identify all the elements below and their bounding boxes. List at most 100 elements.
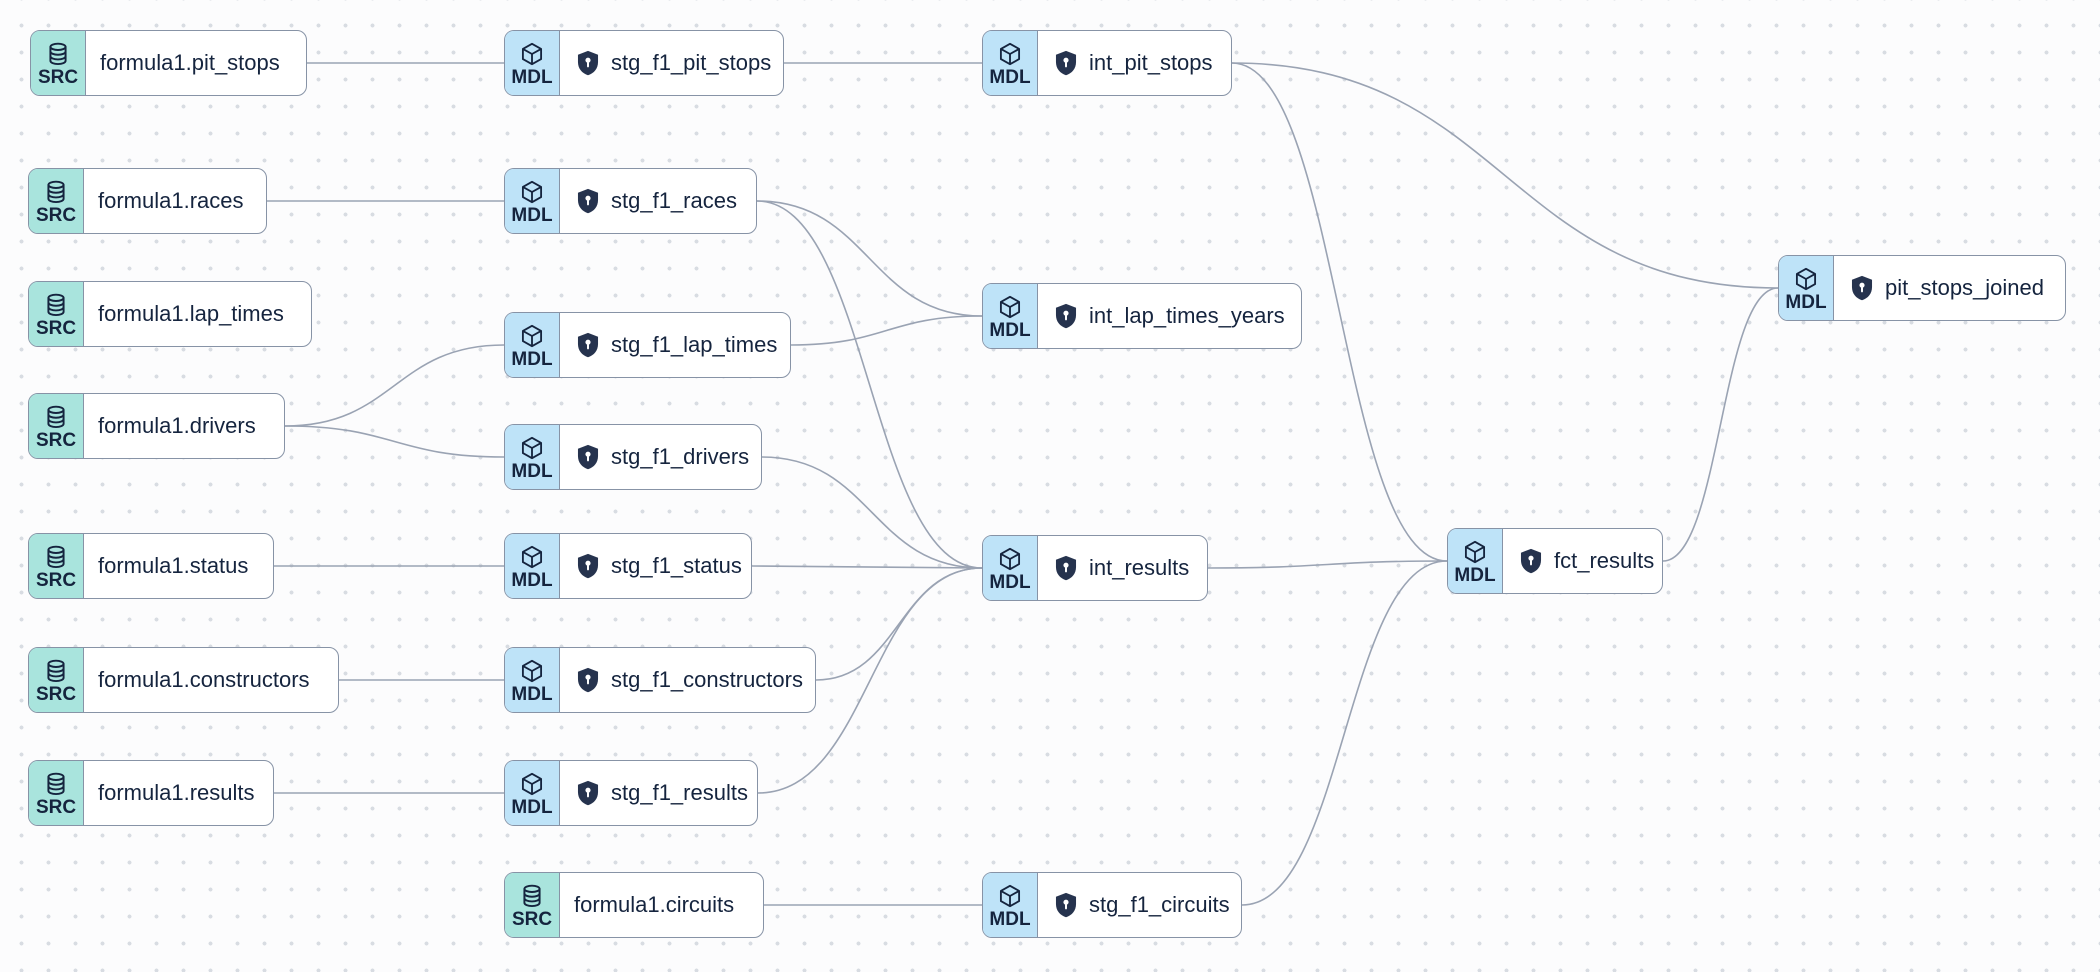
database-icon <box>523 884 541 907</box>
node-body: formula1.status <box>84 534 273 598</box>
node-stg_f1_status[interactable]: MDL stg_f1_status <box>504 533 752 599</box>
edge-fct_results--pit_stops_joined <box>1662 287 1779 562</box>
node-type-label: MDL <box>511 683 553 705</box>
node-type-label: MDL <box>1454 564 1496 586</box>
node-label: formula1.pit_stops <box>100 50 280 75</box>
node-label: stg_f1_status <box>611 553 742 578</box>
cube-icon <box>521 180 543 203</box>
node-body: fct_results <box>1503 529 1662 593</box>
node-pit_stops_joined[interactable]: MDL pit_stops_joined <box>1778 255 2066 321</box>
node-type-label: MDL <box>511 348 553 370</box>
node-body: formula1.races <box>84 169 266 233</box>
node-body: stg_f1_lap_times <box>560 313 790 377</box>
cube-icon <box>999 42 1021 65</box>
node-type-badge: SRC <box>31 31 86 95</box>
database-icon <box>47 545 65 568</box>
node-body: formula1.drivers <box>84 394 284 458</box>
node-stg_f1_pit_stops[interactable]: MDL stg_f1_pit_stops <box>504 30 784 96</box>
node-formula1.status[interactable]: SRC formula1.status <box>28 533 274 599</box>
node-type-badge: MDL <box>1448 529 1503 593</box>
node-type-label: SRC <box>35 569 77 591</box>
node-type-badge: MDL <box>505 425 560 489</box>
node-body: stg_f1_circuits <box>1038 873 1241 937</box>
node-type-label: MDL <box>989 66 1031 88</box>
shield-lock-icon <box>1055 303 1077 329</box>
shield-lock-icon <box>1055 892 1077 918</box>
database-icon <box>47 772 65 795</box>
node-label: stg_f1_constructors <box>611 667 803 692</box>
node-stg_f1_circuits[interactable]: MDL stg_f1_circuits <box>982 872 1242 938</box>
database-icon <box>47 405 65 428</box>
node-label: stg_f1_drivers <box>611 444 750 469</box>
edge-int_pit_stops--fct_results <box>1231 62 1448 562</box>
node-formula1.lap_times[interactable]: SRC formula1.lap_times <box>28 281 312 347</box>
node-label: formula1.constructors <box>98 667 310 692</box>
node-formula1.races[interactable]: SRC formula1.races <box>28 168 267 234</box>
node-stg_f1_constructors[interactable]: MDL stg_f1_constructors <box>504 647 816 713</box>
cube-icon <box>1464 540 1486 563</box>
node-int_results[interactable]: MDL int_results <box>982 535 1208 601</box>
node-label: stg_f1_circuits <box>1089 892 1230 917</box>
shield-lock-icon <box>577 50 599 76</box>
node-type-badge: MDL <box>1779 256 1834 320</box>
node-type-badge: MDL <box>983 873 1038 937</box>
node-label: formula1.results <box>98 780 255 805</box>
shield-lock-icon <box>577 667 599 693</box>
node-body: stg_f1_results <box>560 761 757 825</box>
node-fct_results[interactable]: MDL fct_results <box>1447 528 1663 594</box>
shield-lock-icon <box>577 188 599 214</box>
node-stg_f1_lap_times[interactable]: MDL stg_f1_lap_times <box>504 312 791 378</box>
node-int_pit_stops[interactable]: MDL int_pit_stops <box>982 30 1232 96</box>
cube-icon <box>999 547 1021 570</box>
node-type-label: SRC <box>511 908 553 930</box>
shield-lock-icon <box>1055 50 1077 76</box>
node-label: stg_f1_pit_stops <box>611 50 772 75</box>
node-type-label: MDL <box>511 796 553 818</box>
node-body: formula1.constructors <box>84 648 338 712</box>
node-body: int_pit_stops <box>1038 31 1231 95</box>
node-stg_f1_races[interactable]: MDL stg_f1_races <box>504 168 757 234</box>
node-type-label: SRC <box>35 317 77 339</box>
node-type-badge: SRC <box>29 648 84 712</box>
node-label: fct_results <box>1554 548 1655 573</box>
cube-icon <box>521 324 543 347</box>
node-body: stg_f1_races <box>560 169 756 233</box>
cube-icon <box>1795 267 1817 290</box>
node-type-label: MDL <box>989 908 1031 930</box>
node-type-badge: MDL <box>983 284 1038 348</box>
node-type-label: MDL <box>511 460 553 482</box>
node-label: formula1.races <box>98 188 244 213</box>
cube-icon <box>521 436 543 459</box>
node-label: int_lap_times_years <box>1089 303 1285 328</box>
node-label: formula1.drivers <box>98 413 256 438</box>
node-stg_f1_results[interactable]: MDL stg_f1_results <box>504 760 758 826</box>
node-type-badge: MDL <box>505 31 560 95</box>
shield-lock-icon <box>577 444 599 470</box>
node-stg_f1_drivers[interactable]: MDL stg_f1_drivers <box>504 424 762 490</box>
node-label: int_results <box>1089 555 1190 580</box>
node-type-badge: SRC <box>29 761 84 825</box>
node-body: formula1.lap_times <box>84 282 311 346</box>
node-label: formula1.lap_times <box>98 301 284 326</box>
edge-formula1.drivers--stg_f1_lap_times <box>284 344 505 427</box>
node-body: pit_stops_joined <box>1834 256 2065 320</box>
node-type-label: SRC <box>35 683 77 705</box>
node-formula1.results[interactable]: SRC formula1.results <box>28 760 274 826</box>
node-type-badge: MDL <box>983 536 1038 600</box>
node-formula1.pit_stops[interactable]: SRC formula1.pit_stops <box>30 30 307 96</box>
node-body: formula1.results <box>84 761 273 825</box>
shield-lock-icon <box>1520 548 1542 574</box>
edge-stg_f1_races--int_lap_times_years <box>756 200 983 317</box>
node-formula1.circuits[interactable]: SRC formula1.circuits <box>504 872 764 938</box>
node-formula1.constructors[interactable]: SRC formula1.constructors <box>28 647 339 713</box>
node-int_lap_times_years[interactable]: MDL int_lap_times_years <box>982 283 1302 349</box>
node-label: int_pit_stops <box>1089 50 1213 75</box>
node-type-label: MDL <box>1785 291 1827 313</box>
node-body: formula1.pit_stops <box>86 31 306 95</box>
edge-stg_f1_status--int_results <box>751 565 983 569</box>
edge-int_results--fct_results <box>1207 560 1448 569</box>
shield-lock-icon <box>1055 555 1077 581</box>
node-formula1.drivers[interactable]: SRC formula1.drivers <box>28 393 285 459</box>
